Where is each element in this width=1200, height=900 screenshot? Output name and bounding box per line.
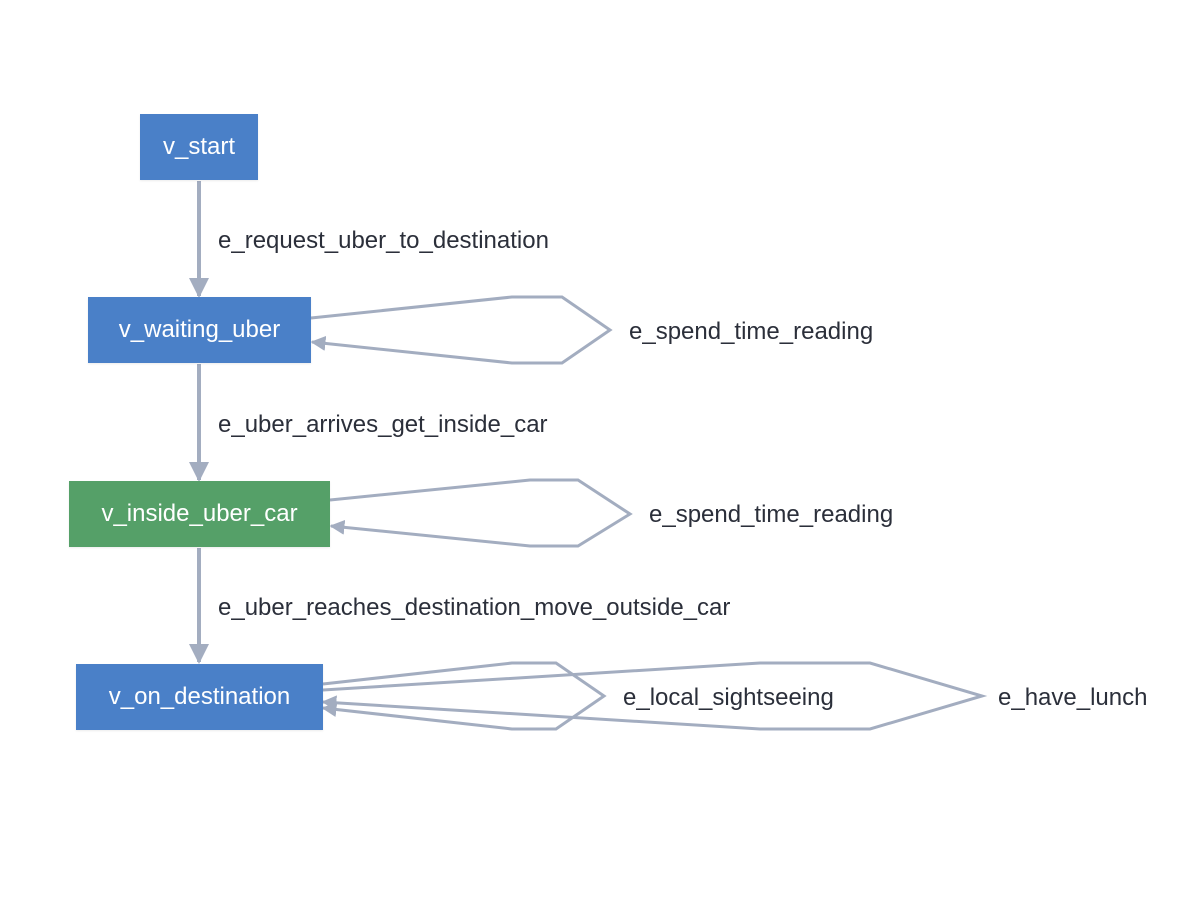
node-v-waiting-uber[interactable]: v_waiting_uber (88, 297, 311, 363)
edge-label-request-uber: e_request_uber_to_destination (218, 227, 549, 254)
edge-have-lunch (321, 661, 988, 731)
node-v-inside-uber-car[interactable]: v_inside_uber_car (69, 481, 330, 547)
edge-waiting-reading (310, 295, 613, 365)
edge-label-uber-arrives: e_uber_arrives_get_inside_car (218, 411, 548, 438)
edge-label-car-reading: e_spend_time_reading (649, 501, 894, 528)
node-label: v_start (162, 133, 236, 160)
node-label: v_inside_uber_car (101, 500, 298, 527)
node-v-start[interactable]: v_start (140, 114, 258, 180)
edge-label-local-sightseeing: e_local_sightseeing (623, 684, 834, 711)
node-v-on-destination[interactable]: v_on_destination (76, 664, 323, 730)
edge-car-reading (329, 478, 633, 548)
node-label: v_waiting_uber (118, 316, 281, 343)
edge-label-uber-reaches: e_uber_reaches_destination_move_outside_… (218, 594, 731, 621)
node-label: v_on_destination (108, 683, 291, 710)
edge-label-waiting-reading: e_spend_time_reading (629, 318, 874, 345)
edge-label-have-lunch: e_have_lunch (998, 684, 1148, 711)
edge-local-sightseeing (321, 661, 607, 731)
